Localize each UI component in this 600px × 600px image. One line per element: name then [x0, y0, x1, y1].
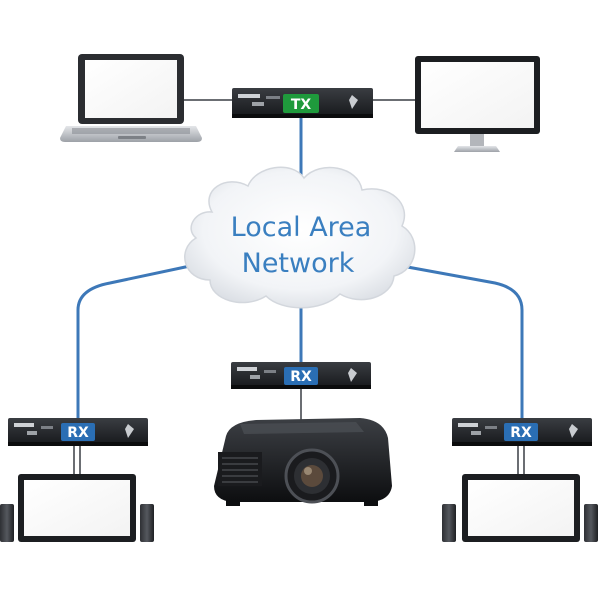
local-area-network-cloud: Local Area Network	[184, 166, 416, 309]
lan-to-rx-left-link	[76, 264, 191, 418]
right-speaker-icon	[442, 504, 456, 542]
monitor-icon	[415, 56, 540, 152]
rx-receiver-left: RX	[8, 418, 148, 446]
projector-icon	[214, 418, 392, 506]
rx-center-badge	[284, 367, 318, 385]
rx-center-label: RX	[290, 369, 312, 385]
lan-to-rx-right-link	[401, 264, 524, 418]
right-speaker-icon	[584, 504, 598, 542]
right-display-icon	[462, 474, 580, 542]
rx-receiver-center: RX	[231, 362, 371, 389]
brand-logo-icon	[349, 95, 358, 109]
tx-transmitter-unit: TX	[232, 88, 373, 118]
hdmi-cables	[73, 99, 525, 474]
rx-left-label: RX	[67, 425, 89, 441]
cloud-label-line2: Network	[242, 248, 355, 279]
brand-logo-icon	[569, 424, 578, 438]
left-speaker-icon	[140, 504, 154, 542]
left-display-icon	[18, 474, 136, 542]
rx-receiver-right: RX	[452, 418, 592, 446]
rx-right-badge	[504, 423, 538, 441]
cloud-label-line1: Local Area	[231, 212, 372, 243]
tx-badge	[283, 94, 319, 113]
laptop-icon	[60, 54, 202, 142]
brand-logo-icon	[125, 424, 134, 438]
tx-label: TX	[291, 97, 312, 113]
rx-left-badge	[61, 423, 95, 441]
brand-logo-icon	[348, 368, 357, 382]
left-speaker-icon	[0, 504, 14, 542]
rx-right-label: RX	[510, 425, 532, 441]
